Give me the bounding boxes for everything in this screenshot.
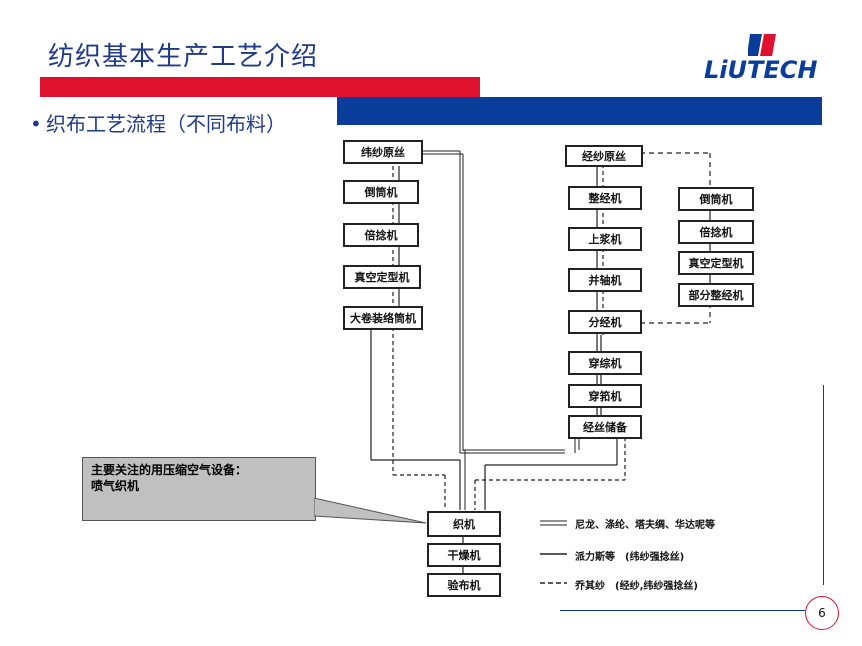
- callout-pointer: [314, 498, 427, 524]
- process-box-dryer: 干燥机: [427, 543, 501, 567]
- process-box-sizing: 上浆机: [568, 227, 642, 251]
- process-box-beaming: 并轴机: [568, 268, 642, 292]
- process-box-cone-winder: 大卷装络筒机: [343, 306, 423, 330]
- title-underline-blue: [337, 97, 822, 125]
- logo-text: LiUTECH: [704, 56, 818, 84]
- bullet-text: 织布工艺流程（不同布料）: [46, 112, 286, 136]
- legend-dashed: 乔其纱 (经纱,纬纱强捻丝): [575, 581, 698, 592]
- callout-line-2: 喷气织机: [91, 479, 140, 493]
- title-underline-red: [40, 77, 480, 97]
- process-box-twister: 倍捻机: [343, 223, 419, 247]
- process-box-vacuum-setter: 真空定型机: [343, 265, 421, 289]
- page-title: 纺织基本生产工艺介绍: [48, 42, 319, 72]
- process-box-drawing-in: 穿综机: [568, 351, 642, 375]
- legend-double: 尼龙、涤纶、塔夫绸、华达呢等: [575, 520, 715, 531]
- process-box-dividing: 分经机: [568, 310, 642, 334]
- process-box-warp-reserve: 经丝储备: [568, 415, 642, 439]
- process-box-loom: 织机: [427, 511, 501, 537]
- company-logo: LiUTECH: [704, 32, 824, 84]
- process-box-twister-2: 倍捻机: [678, 220, 754, 244]
- page-number: 6: [805, 596, 839, 630]
- process-box-inspection: 验布机: [427, 573, 501, 597]
- process-box-warp-source: 经纱原丝: [565, 145, 643, 167]
- process-box-weft-source: 纬纱原丝: [343, 140, 423, 164]
- logo-icon: [748, 34, 776, 56]
- callout-box: 主要关注的用压缩空气设备： 喷气织机: [82, 457, 316, 521]
- process-box-warping: 整经机: [568, 186, 642, 210]
- process-box-partial-warping: 部分整经机: [678, 283, 754, 307]
- bullet-item: •织布工艺流程（不同布料）: [30, 112, 286, 136]
- process-box-rewinder-2: 倒筒机: [678, 187, 754, 211]
- process-box-vacuum-setter-2: 真空定型机: [678, 251, 754, 275]
- legend-solid: 派力斯等 (纬纱强捻丝): [575, 552, 685, 563]
- process-flow-diagram: 纬纱原丝 倒筒机 倍捻机 真空定型机 大卷装络筒机 经纱原丝 整经机 上浆机 并…: [335, 135, 775, 610]
- process-box-rewinder: 倒筒机: [343, 180, 419, 204]
- process-box-reeding: 穿筘机: [568, 384, 642, 408]
- callout-line-1: 主要关注的用压缩空气设备：: [91, 463, 248, 477]
- decor-vertical-line: [823, 385, 824, 585]
- decor-horizontal-line: [560, 610, 805, 611]
